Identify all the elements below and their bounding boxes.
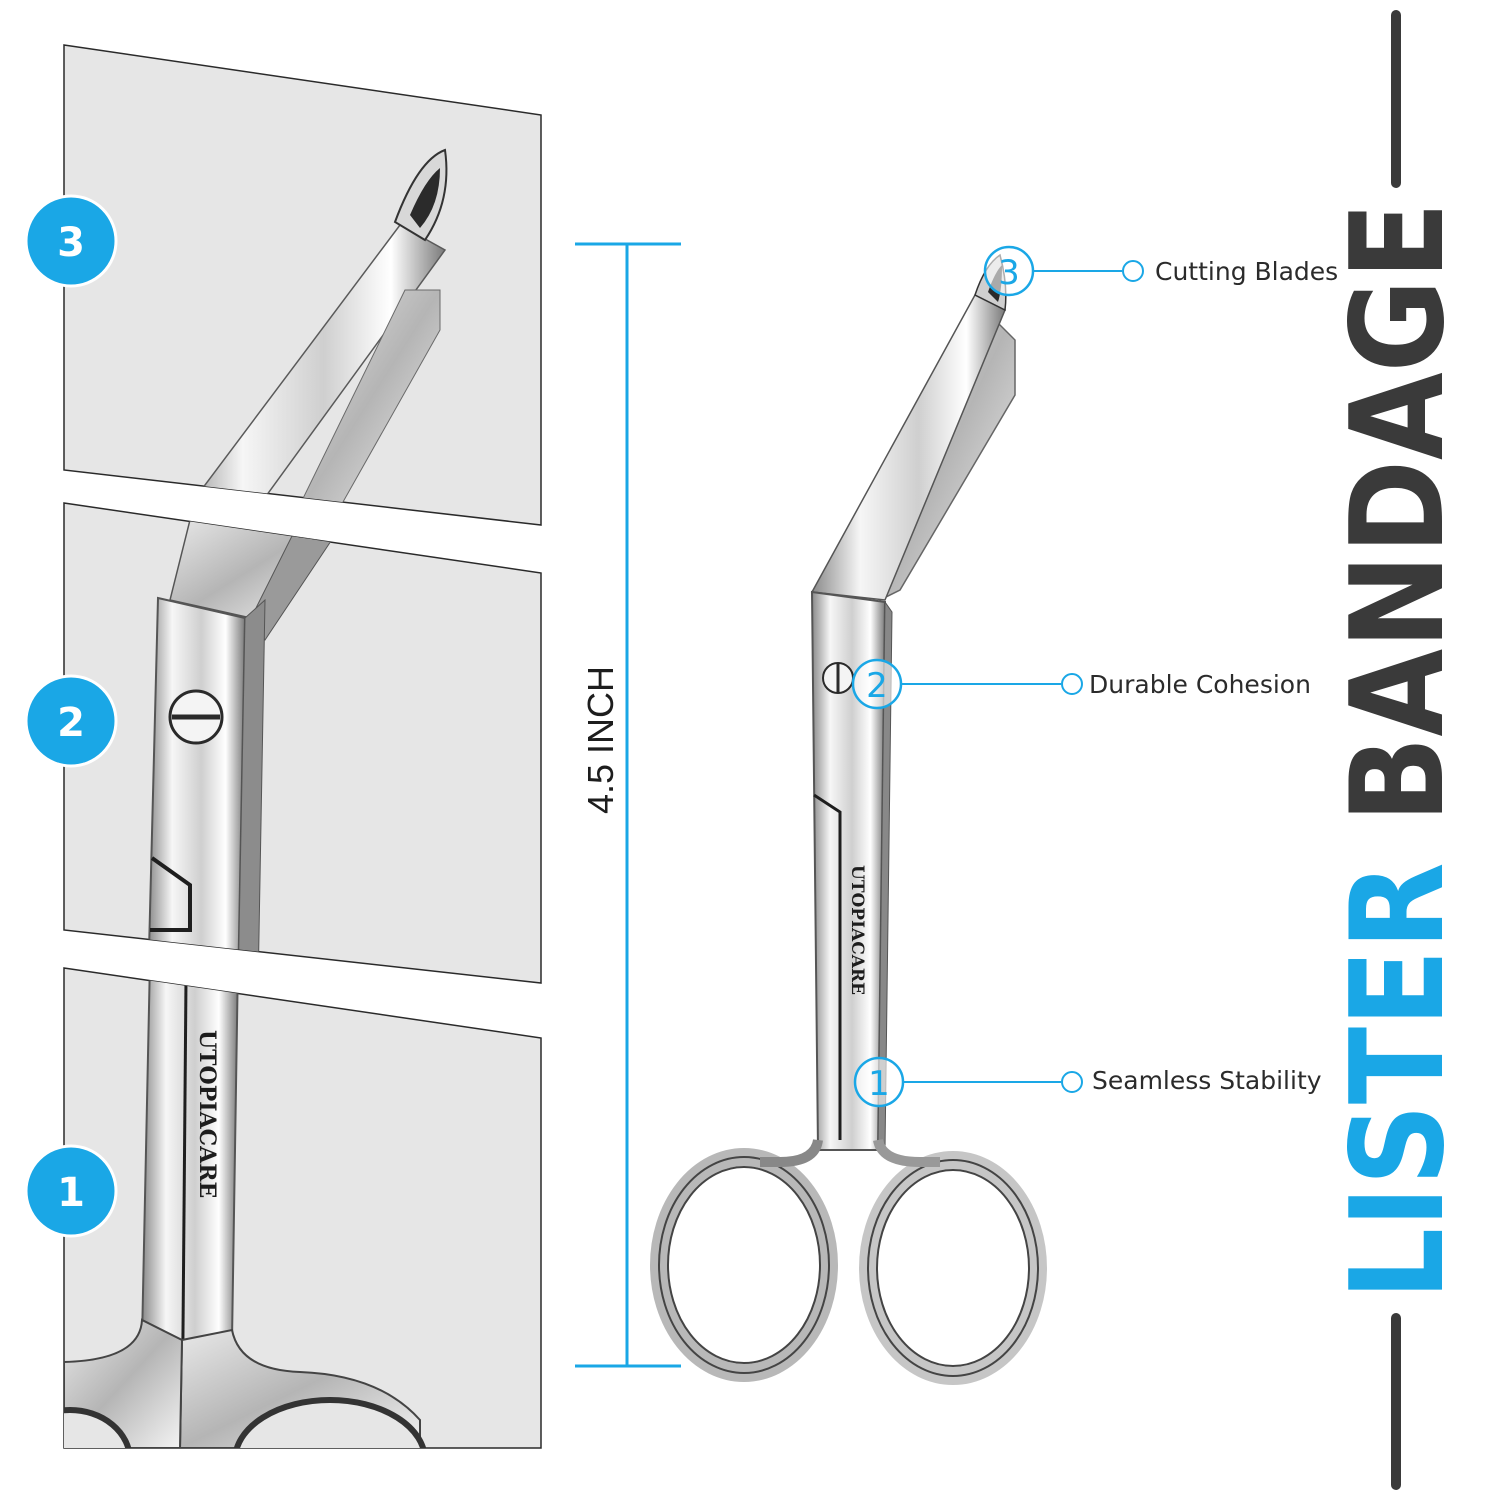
callout-1-number: 1 — [868, 1064, 890, 1104]
callout-seamless-stability: 1 Seamless Stability — [853, 1056, 1322, 1108]
callout-3-marker — [983, 245, 1035, 297]
measurement-indicator: 4.5 INCH — [575, 242, 681, 1368]
callout-1-marker — [853, 1056, 905, 1108]
title-bandage: BANDAGE — [1324, 202, 1473, 823]
scissors-brand-engraving: UTOPIACARE — [847, 865, 867, 995]
badge-2: 2 — [24, 674, 118, 768]
panel-1-brand-engraving: UTOPIACARE — [194, 1030, 220, 1198]
measurement-label: 4.5 INCH — [580, 666, 621, 814]
panel-1-handle-image: UTOPIACARE — [64, 968, 428, 1448]
callout-1-label: Seamless Stability — [1092, 1066, 1322, 1095]
badge-1-number: 1 — [57, 1170, 85, 1216]
zoom-panel-2 — [63, 502, 542, 984]
callout-1-end-dot — [1061, 1071, 1083, 1093]
callout-3-number: 3 — [998, 253, 1020, 293]
title-lister: LISTER — [1324, 862, 1473, 1300]
callout-2-number: 2 — [866, 666, 888, 706]
callout-durable-cohesion: 2 Durable Cohesion — [851, 658, 1311, 710]
zoom-panel-1: UTOPIACARE — [63, 967, 542, 1449]
panel-3-frame — [63, 44, 542, 526]
callout-cutting-blades: 3 Cutting Blades — [983, 245, 1338, 297]
callout-2-end-dot — [1061, 673, 1083, 695]
svg-text:LISTER BANDAGE: LISTER BANDAGE — [1324, 202, 1473, 1300]
badge-2-number: 2 — [57, 700, 85, 746]
badge-1: 1 — [24, 1144, 118, 1238]
callout-2-marker — [851, 658, 903, 710]
scissors-image: UTOPIACARE — [650, 253, 1047, 1385]
badge-3: 3 — [24, 194, 118, 288]
vertical-title: LISTER BANDAGE — [1324, 10, 1473, 1490]
panel-3-blade-image — [173, 148, 448, 525]
panel-2-pivot-image — [146, 519, 346, 983]
badge-3-number: 3 — [57, 220, 85, 266]
callout-3-label: Cutting Blades — [1155, 257, 1338, 286]
zoom-panels: UTOPIACARE 3 2 1 — [24, 44, 542, 1449]
zoom-panel-3 — [63, 44, 542, 526]
callout-3-end-dot — [1122, 260, 1144, 282]
callout-2-label: Durable Cohesion — [1089, 670, 1311, 699]
